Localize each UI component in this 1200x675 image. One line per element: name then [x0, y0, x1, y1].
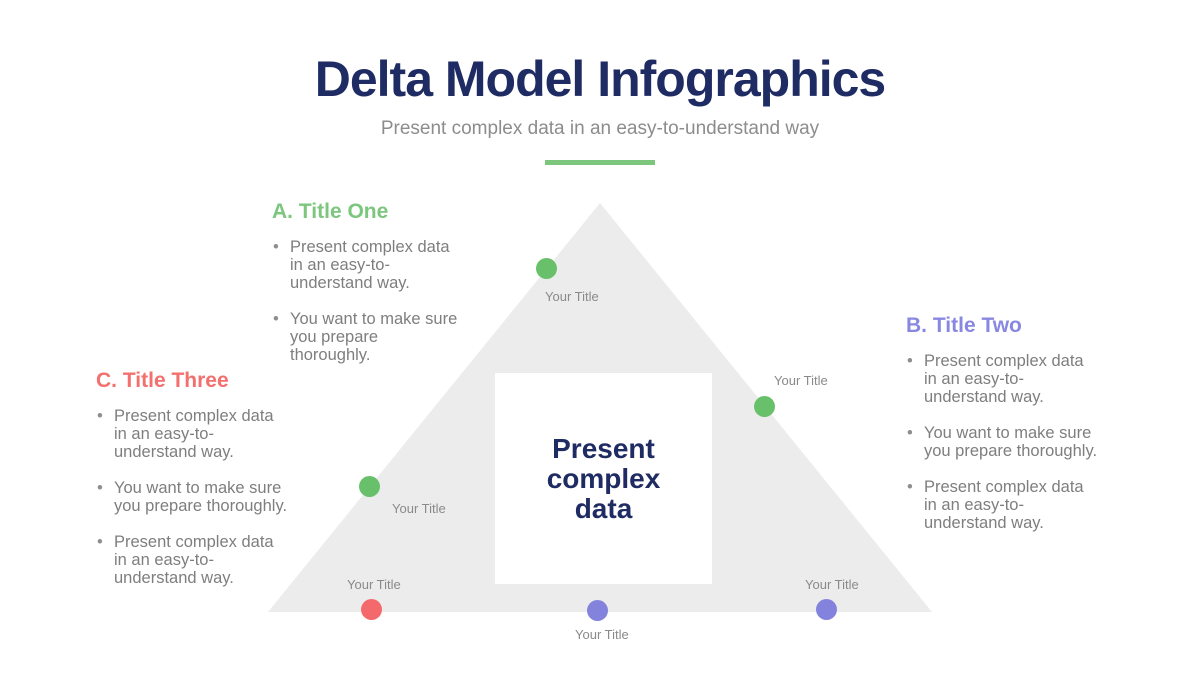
- marker-dot-purple-right: [816, 599, 837, 620]
- marker-label: Your Title: [774, 373, 828, 388]
- bullet-item: You want to make sure you prepare thorou…: [96, 479, 306, 515]
- bullet-item: Present complex data in an easy-to- unde…: [96, 533, 306, 587]
- bullet-text: Present complex data in an easy-to- unde…: [114, 533, 274, 587]
- bullet-text: Present complex data in an easy-to- unde…: [924, 478, 1084, 532]
- center-box: Present complex data: [495, 373, 712, 584]
- section-c-bullets: Present complex data in an easy-to- unde…: [96, 407, 306, 587]
- bullet-text: Present complex data in an easy-to- unde…: [290, 238, 450, 292]
- bullet-text: Present complex data in an easy-to- unde…: [114, 407, 274, 461]
- bullet-text: You want to make sure you prepare thorou…: [290, 310, 458, 364]
- bullet-item: You want to make sure you prepare thorou…: [906, 424, 1116, 460]
- bullet-text: Present complex data in an easy-to- unde…: [924, 352, 1084, 406]
- bullet-text: You want to make sure you prepare thorou…: [924, 424, 1098, 460]
- section-b-heading: B. Title Two: [906, 314, 1022, 337]
- bullet-text: You want to make sure you prepare thorou…: [114, 479, 288, 515]
- slide-subtitle: Present complex data in an easy-to-under…: [380, 118, 820, 139]
- marker-label: Your Title: [347, 577, 401, 592]
- marker-dot-green-left: [359, 476, 380, 497]
- section-title-three: C. Title Three Present complex data in a…: [96, 369, 306, 605]
- bullet-item: Present complex data in an easy-to- unde…: [96, 407, 306, 461]
- marker-dot-green-top: [536, 258, 557, 279]
- section-c-heading: C. Title Three: [96, 369, 229, 392]
- title-divider: [545, 160, 655, 165]
- section-b-bullets: Present complex data in an easy-to- unde…: [906, 352, 1116, 532]
- section-title-two: B. Title Two Present complex data in an …: [906, 314, 1116, 550]
- center-box-text: Present complex data: [546, 432, 661, 524]
- marker-label: Your Title: [392, 501, 446, 516]
- page-title: Delta Model Infographics: [314, 51, 887, 107]
- section-a-bullets: Present complex data in an easy-to- unde…: [272, 238, 482, 364]
- bullet-item: Present complex data in an easy-to- unde…: [272, 238, 482, 292]
- marker-label: Your Title: [805, 577, 859, 592]
- marker-label: Your Title: [575, 627, 629, 642]
- bullet-item: Present complex data in an easy-to- unde…: [906, 478, 1116, 532]
- section-a-heading: A. Title One: [272, 200, 389, 223]
- marker-dot-red-base: [361, 599, 382, 620]
- marker-dot-green-right: [754, 396, 775, 417]
- marker-label: Your Title: [545, 289, 599, 304]
- marker-dot-purple-center: [587, 600, 608, 621]
- bullet-item: You want to make sure you prepare thorou…: [272, 310, 482, 364]
- bullet-item: Present complex data in an easy-to- unde…: [906, 352, 1116, 406]
- section-title-one: A. Title One Present complex data in an …: [272, 200, 482, 382]
